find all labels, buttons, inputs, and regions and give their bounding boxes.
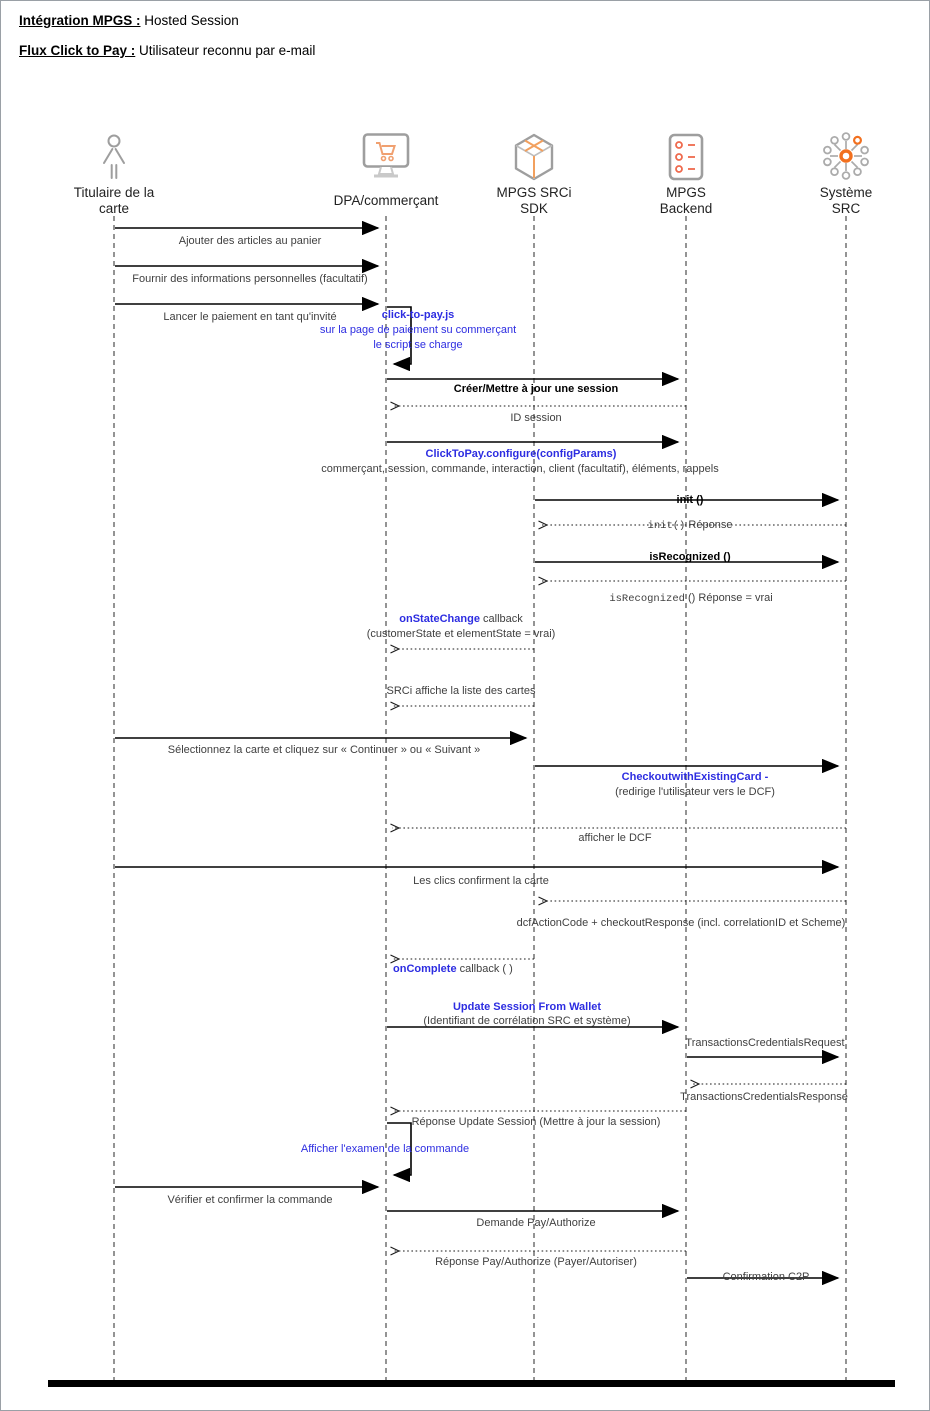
- msg-lancer-paiement: Lancer le paiement en tant qu'invité: [163, 311, 337, 323]
- msg-script-charge: le script se charge: [373, 339, 463, 351]
- msg-infos-personnelles: Fournir des informations personnelles (f…: [132, 273, 368, 285]
- msg-examen-commande: Afficher l'examen de la commande: [300, 1143, 470, 1155]
- msg-dcfactioncode: dcfActionCode + checkoutResponse (incl. …: [516, 917, 846, 929]
- msg-redirige-dcf: (redirige l'utilisateur vers le DCF): [615, 786, 775, 798]
- msg-onstatechange-params: (customerState et elementState = vrai): [366, 628, 556, 640]
- msg-clics-confirment: Les clics confirment la carte: [413, 875, 549, 887]
- msg-reponse-pay: Réponse Pay/Authorize (Payer/Autoriser): [435, 1256, 637, 1268]
- msg-verifier-commande: Vérifier et confirmer la commande: [167, 1194, 333, 1206]
- package-icon: [454, 133, 614, 181]
- monitor-cart-icon: [306, 133, 466, 181]
- msg-liste-cartes: SRCi affiche la liste des cartes: [386, 685, 536, 697]
- msg-script-page: sur la page de paiement su commerçant: [319, 324, 517, 336]
- diagram-bottom-bar: [48, 1380, 895, 1387]
- msg-creer-session: Créer/Mettre à jour une session: [453, 383, 619, 395]
- msg-init: init (): [676, 494, 704, 506]
- msg-isrecognized: isRecognized (): [649, 551, 731, 563]
- msg-click-to-pay-js: click-to-pay.js: [381, 309, 455, 321]
- person-icon: [34, 133, 194, 181]
- actor-dpa: DPA/commerçant: [306, 133, 466, 218]
- msg-credentials-response: TransactionsCredentialsResponse: [680, 1091, 848, 1103]
- subtitle-label: Flux Click to Pay :: [19, 43, 136, 58]
- msg-init-reponse: init() Réponse: [647, 519, 733, 532]
- network-icon: [766, 132, 926, 181]
- msg-clicktopay-configure: ClickToPay.configure(configParams): [425, 448, 617, 460]
- msg-update-session-wallet: Update Session From Wallet: [452, 1001, 602, 1013]
- msg-confirmation-c2p: Confirmation C2P: [722, 1271, 810, 1283]
- msg-isrecognized-reponse: isRecognized () Réponse = vrai: [609, 592, 773, 605]
- actor-label-dpa: DPA/commerçant: [333, 193, 439, 208]
- msg-afficher-dcf: afficher le DCF: [578, 832, 652, 844]
- msg-configure-params: commerçant, session, commande, interacti…: [321, 463, 719, 475]
- msg-credentials-request: TransactionsCredentialsRequest: [685, 1037, 845, 1049]
- msg-reponse-update-session: Réponse Update Session (Mettre à jour la…: [411, 1116, 661, 1128]
- msg-ajouter-articles: Ajouter des articles au panier: [178, 235, 322, 247]
- msg-identifiant-correlation: (Identifiant de corrélation SRC et systè…: [423, 1015, 631, 1027]
- msg-selectionner-carte: Sélectionnez la carte et cliquez sur « C…: [167, 744, 481, 756]
- msg-onstatechange: onStateChange callback: [399, 613, 523, 625]
- title-value: Hosted Session: [140, 13, 239, 28]
- subtitle-value: Utilisateur reconnu par e-mail: [135, 43, 316, 58]
- diagram-title: Intégration MPGS : Hosted Session: [19, 13, 239, 28]
- msg-demande-pay: Demande Pay/Authorize: [476, 1217, 596, 1229]
- server-icon: [606, 133, 766, 181]
- diagram-subtitle: Flux Click to Pay : Utilisateur reconnu …: [19, 43, 315, 58]
- title-label: Intégration MPGS :: [19, 13, 141, 28]
- msg-oncomplete: onComplete callback ( ): [393, 963, 513, 975]
- msg-checkout-existing-card: CheckoutwithExistingCard -: [621, 771, 769, 783]
- msg-id-session: ID session: [510, 412, 562, 424]
